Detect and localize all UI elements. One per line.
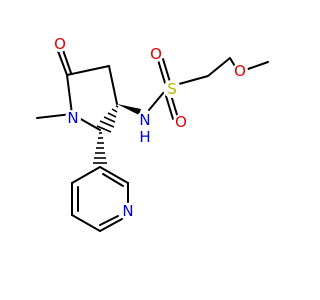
bond-py-c1-c2 [99, 166, 129, 184]
bond-s-o1-a [157, 59, 166, 84]
atom-nh-h-label: H [139, 128, 150, 146]
atom-o-sulfonyl-bottom-label: O [175, 113, 187, 131]
hash-bond-c2-pyridine [93, 132, 107, 164]
bond-c5-c4 [66, 65, 110, 76]
bond-nh-s [148, 91, 165, 111]
hash-bond-c3-c2 [96, 105, 119, 133]
bond-c5-o-double-a [57, 50, 68, 76]
bond-py-inner-1 [102, 173, 124, 187]
atom-n-ring: N [65, 109, 81, 127]
atom-o-carbonyl: O [52, 35, 68, 53]
bond-py-n-c4 [99, 218, 123, 232]
bond-py-inner-2 [99, 215, 119, 226]
atom-n-pyridine-label: N [122, 202, 133, 220]
bond-s-c1 [178, 75, 209, 85]
atom-o-sulfonyl-bottom: O [173, 113, 189, 131]
bond-py-c4-c5 [71, 214, 101, 232]
bond-py-c6-c1 [71, 166, 101, 184]
bond-c1-c2 [207, 57, 231, 77]
atom-o-sulfonyl-top: O [148, 45, 164, 63]
bond-s-o2-b [170, 94, 179, 119]
atom-o-ether-label: O [234, 62, 246, 80]
wedge-bond-c3-nh [117, 104, 141, 115]
atom-s-label: S [167, 80, 177, 98]
molecule-structure-diagram: O N N H S O O O N [36, 35, 269, 232]
atom-nh-n-label: N [139, 111, 150, 129]
atom-s: S [163, 80, 181, 98]
atom-n-ring-label: N [67, 109, 78, 127]
bond-s-o1-b [162, 58, 171, 83]
bond-o-ether-methyl [247, 61, 269, 70]
atom-o-sulfonyl-top-label: O [150, 45, 162, 63]
atom-o-carbonyl-label: O [54, 35, 66, 53]
atom-o-ether: O [232, 62, 248, 80]
bond-c4-c3 [108, 65, 118, 105]
bond-c5-o-double-b [62, 49, 72, 74]
atom-n-pyridine: N [120, 202, 136, 220]
bond-n1-c5 [66, 74, 73, 115]
atom-nh: N H [136, 111, 154, 146]
bond-s-o2-a [165, 95, 174, 120]
atom-label-layer: O N N H S O O O N [52, 35, 248, 220]
